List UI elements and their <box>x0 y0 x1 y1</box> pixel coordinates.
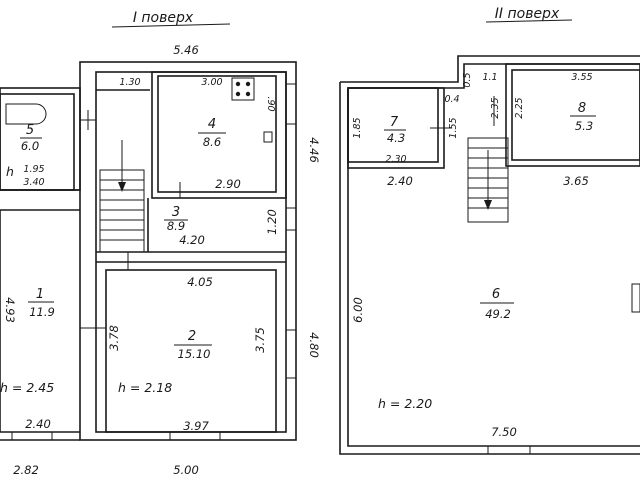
room-5-number: 5 <box>26 123 34 138</box>
dim-kitchen-bottom: 2.90 <box>215 177 241 191</box>
room-2-height: h = 2.18 <box>118 380 172 395</box>
dim-room2-right: 3.75 <box>253 327 267 353</box>
dim-room2-bottom: 3.97 <box>183 419 209 433</box>
room-7-area: 4.3 <box>387 131 405 145</box>
dim-stair-top: 1.30 <box>119 77 140 88</box>
room-3-area: 8.9 <box>167 219 185 233</box>
dim-hall-width: 4.20 <box>179 233 205 247</box>
room-6-area: 49.2 <box>485 307 511 321</box>
room-1-number: 1 <box>36 287 44 302</box>
room-2-area: 15.10 <box>178 347 211 361</box>
dim-right-upper: 4.46 <box>307 137 321 163</box>
dim-kitchen-top: 3.00 <box>201 77 222 88</box>
dim-room8-under: 3.65 <box>563 174 589 188</box>
first-floor-title: I поверх <box>133 10 194 26</box>
dim-right-lower: 4.80 <box>307 332 321 358</box>
dim-bottom: 5.00 <box>173 463 199 477</box>
room-1-height: h = 2.45 <box>0 380 54 395</box>
dim-gap: 0.4 <box>444 94 459 105</box>
dim-room6-bottom: 7.50 <box>491 425 517 439</box>
dim-room7-under: 2.40 <box>387 174 413 188</box>
room-4-area: 8.6 <box>203 135 221 149</box>
room-5-height: h <box>6 164 14 179</box>
dim-room2-left: 3.78 <box>107 325 121 351</box>
room-7-number: 7 <box>390 115 399 130</box>
dim-left-partial: 4.93 <box>3 297 17 323</box>
dim-room2-top: 4.05 <box>187 275 213 289</box>
second-floor-title: II поверх <box>495 6 560 22</box>
room-5-area: 6.0 <box>21 139 39 153</box>
dim-room1-bottom: 2.40 <box>25 417 51 431</box>
dim-top-c: 3.55 <box>571 72 592 83</box>
room-8-number: 8 <box>578 101 586 116</box>
dim-stair-vertical: 2.35 <box>490 97 501 118</box>
first-floor-walls <box>0 61 297 441</box>
dim-top: 5.46 <box>173 43 199 57</box>
dim-room7-left: 1.85 <box>352 117 363 138</box>
room-3-number: 3 <box>172 205 180 220</box>
room-6-height: h = 2.20 <box>378 396 432 411</box>
room-1-area: 11.9 <box>29 305 55 319</box>
dim-top-b: 1.1 <box>482 72 497 83</box>
dim-room6-left: 6.00 <box>351 297 365 323</box>
room-6-number: 6 <box>492 287 500 302</box>
room-4-number: 4 <box>208 117 216 132</box>
dim-room7-bottom: 2.30 <box>385 154 406 165</box>
dim-room5-width: 1.95 <box>23 164 44 175</box>
title-underline <box>111 23 231 28</box>
dim-hall-height: 1.20 <box>265 209 279 235</box>
dim-room5-height: 3.40 <box>23 177 44 188</box>
room-2-number: 2 <box>188 329 196 344</box>
dim-room8-vertical: 2.25 <box>514 97 525 118</box>
dim-bottom-left: 2.82 <box>13 463 39 477</box>
title-underline-2 <box>485 19 573 23</box>
dim-room7-right: 1.55 <box>448 117 459 138</box>
dim-kitchen-side: .90 <box>265 96 276 111</box>
dim-top-a: 0.5 <box>462 72 473 87</box>
room-8-area: 5.3 <box>575 119 593 133</box>
second-floor-walls <box>339 55 640 455</box>
